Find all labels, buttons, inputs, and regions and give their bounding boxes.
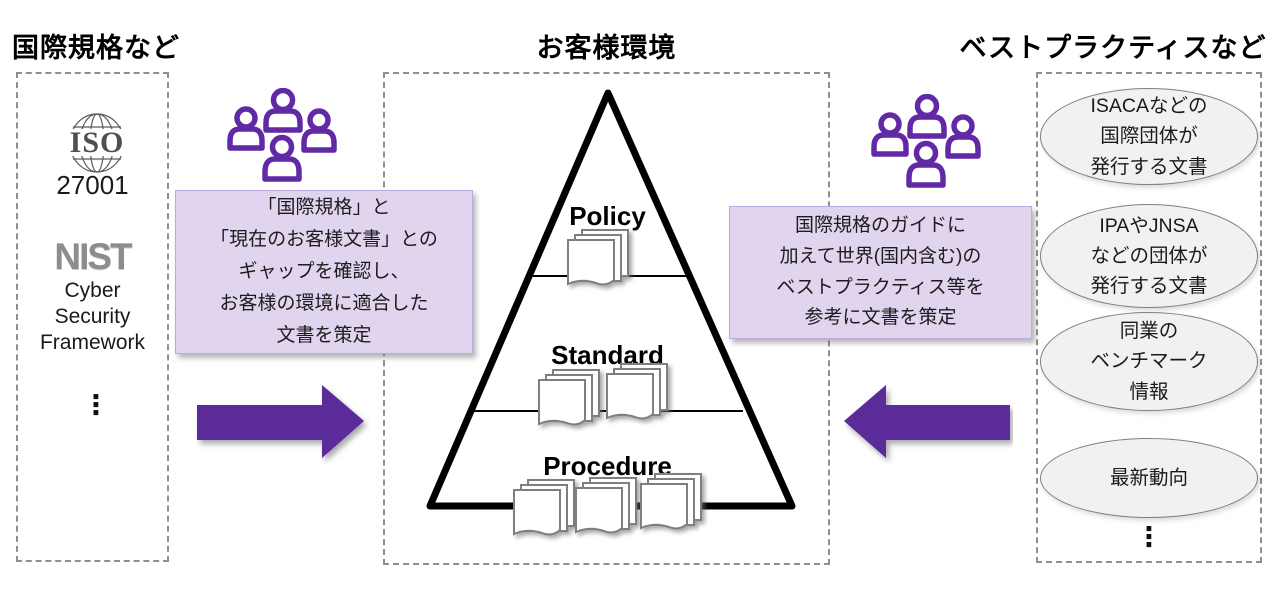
best-practice-item-isaca: ISACAなどの 国際団体が 発行する文書 xyxy=(1040,88,1258,185)
best-practice-item-ipa-jnsa: IPAやJNSA などの団体が 発行する文書 xyxy=(1040,204,1258,308)
right-more-ellipsis: ⋮ xyxy=(1135,522,1163,552)
iso-globe-logo: ISO xyxy=(57,113,137,173)
right-arrow-icon xyxy=(197,385,364,458)
document-stack-icon xyxy=(605,362,675,432)
standards-box xyxy=(16,72,169,562)
best-practice-item-benchmark: 同業の ベンチマーク 情報 xyxy=(1040,312,1258,411)
document-stack-icon xyxy=(574,476,644,546)
left-arrow-icon xyxy=(844,385,1010,458)
center-title: お客様環境 xyxy=(536,33,677,63)
document-stack-icon xyxy=(639,472,709,542)
iso-number: 27001 xyxy=(56,170,129,200)
iso-logo-text: ISO xyxy=(70,126,125,159)
best-practices-box xyxy=(1036,72,1262,563)
people-group-icon-left xyxy=(227,88,337,182)
people-group-icon-right xyxy=(871,94,981,188)
right-callout: 国際規格のガイドに 加えて世界(国内含む)の ベストプラクティス等を 参考に文書… xyxy=(729,206,1032,339)
document-stack-icon xyxy=(566,228,636,298)
pyramid-level-policy: Policy xyxy=(569,201,646,231)
nist-logo: NIST xyxy=(54,236,132,277)
left-column-title: 国際規格など xyxy=(12,33,180,63)
best-practice-item-trends: 最新動向 xyxy=(1040,438,1258,518)
right-column-title: ベストプラクティスなど xyxy=(959,33,1267,63)
pyramid-level-procedure: Procedure xyxy=(543,451,672,481)
nist-caption: Cyber Security Framework xyxy=(39,279,145,355)
left-callout: 「国際規格」と 「現在のお客様文書」との ギャップを確認し、 お客様の環境に適合… xyxy=(175,190,473,354)
left-more-ellipsis: ⋮ xyxy=(82,390,110,420)
document-stack-icon xyxy=(512,478,582,548)
document-stack-icon xyxy=(537,368,607,438)
